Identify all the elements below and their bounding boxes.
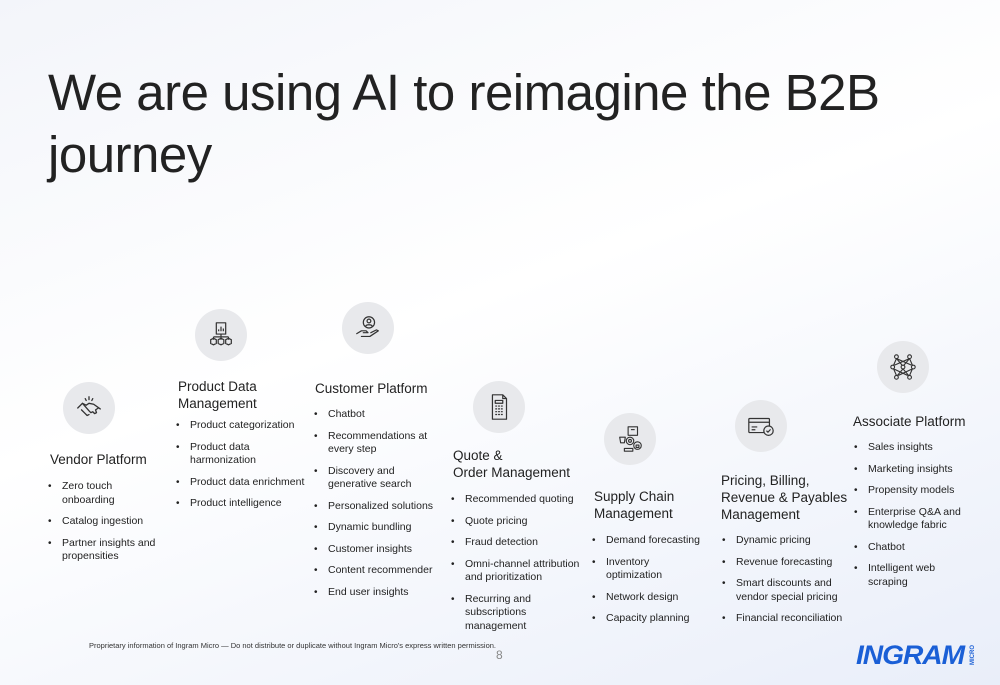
list-item: Partner insights and propensities (48, 537, 168, 564)
ingram-micro-logo: INGRAM MICRO (856, 641, 976, 667)
list-item: Quote pricing (451, 515, 586, 529)
svg-text:MICRO: MICRO (970, 645, 976, 665)
list-item: Capacity planning (592, 612, 712, 626)
list-item: Catalog ingestion (48, 515, 168, 529)
svg-text:INGRAM: INGRAM (856, 641, 966, 667)
column-list: Chatbot Recommendations at every step Di… (314, 408, 444, 607)
list-item: Product data enrichment (176, 476, 306, 490)
list-item: Marketing insights (854, 463, 974, 477)
list-item: Zero touch onboarding (48, 480, 168, 507)
list-item: Demand forecasting (592, 534, 712, 548)
list-item: Product intelligence (176, 497, 306, 511)
column-list: Product categorization Product data harm… (176, 419, 306, 519)
list-item: Enterprise Q&A and knowledge fabric (854, 506, 974, 533)
list-item: Intelligent web scraping (854, 562, 974, 589)
column-heading: Pricing, Billing, Revenue & Payables Man… (721, 473, 848, 522)
column-heading: Customer Platform (315, 381, 428, 396)
list-item: Customer insights (314, 543, 444, 557)
list-item: Product data harmonization (176, 441, 306, 468)
list-item: End user insights (314, 586, 444, 600)
document-icon (473, 381, 525, 433)
list-item: Chatbot (314, 408, 444, 422)
column-heading: Associate Platform (853, 414, 966, 429)
list-item: Propensity models (854, 484, 974, 498)
list-item: Omni-channel attribution and prioritizat… (451, 558, 586, 585)
list-item: Dynamic bundling (314, 521, 444, 535)
list-item: Discovery and generative search (314, 465, 444, 492)
list-item: Financial reconciliation (722, 612, 847, 626)
list-item: Dynamic pricing (722, 534, 847, 548)
column-list: Recommended quoting Quote pricing Fraud … (451, 493, 586, 641)
footer-confidentiality-note: Proprietary information of Ingram Micro … (89, 641, 497, 650)
slide-title: We are using AI to reimagine the B2B jou… (48, 64, 880, 183)
column-heading: Vendor Platform (50, 452, 147, 467)
list-item: Fraud detection (451, 536, 586, 550)
list-item: Inventory optimization (592, 556, 712, 583)
list-item: Network design (592, 591, 712, 605)
product-data-icon (195, 309, 247, 361)
column-list: Sales insights Marketing insights Propen… (854, 441, 974, 597)
handshake-icon (63, 382, 115, 434)
supply-chain-icon (604, 413, 656, 465)
column-list: Zero touch onboarding Catalog ingestion … (48, 480, 168, 572)
list-item: Chatbot (854, 541, 974, 555)
column-heading: Quote & Order Management (453, 448, 571, 480)
list-item: Recommendations at every step (314, 430, 444, 457)
customer-hand-icon (342, 302, 394, 354)
list-item: Recurring and subscriptions management (451, 593, 586, 634)
list-item: Product categorization (176, 419, 306, 433)
page-number: 8 (496, 648, 503, 662)
column-heading: Product Data Management (178, 379, 257, 411)
column-heading: Supply Chain Management (594, 489, 675, 521)
list-item: Content recommender (314, 564, 444, 578)
column-list: Dynamic pricing Revenue forecasting Smar… (722, 534, 847, 634)
column-list: Demand forecasting Inventory optimizatio… (592, 534, 712, 634)
credit-card-icon (735, 400, 787, 452)
list-item: Recommended quoting (451, 493, 586, 507)
list-item: Revenue forecasting (722, 556, 847, 570)
list-item: Sales insights (854, 441, 974, 455)
list-item: Smart discounts and vendor special prici… (722, 577, 847, 604)
list-item: Personalized solutions (314, 500, 444, 514)
network-icon (877, 341, 929, 393)
